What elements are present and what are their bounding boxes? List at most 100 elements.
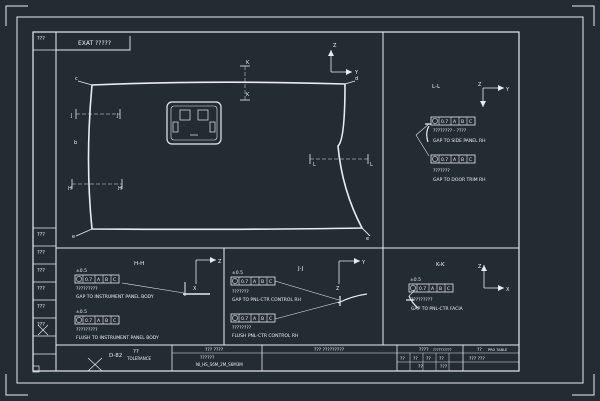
fcf-datum: A [97, 318, 101, 324]
fcf-datum: A [453, 157, 457, 163]
title-box-label: EXAT ????? [78, 40, 111, 47]
tb-cell: ?? [413, 356, 418, 362]
axis-x-label: X [193, 286, 197, 292]
panel-outline [87, 81, 364, 231]
tb-cell: ??? [440, 364, 448, 370]
tb-cell: ?????????? [433, 348, 452, 352]
strip-label: ??? [37, 250, 45, 256]
view-k: K-K Z X ±0.5 0.7 A B C ????????? GAP TO … [406, 262, 510, 312]
main-view: Z Y c d e e J J b H H [68, 43, 373, 242]
note-text: ????????? [76, 327, 98, 333]
note-text: GAP TO INSTRUMENT PANEL BODY [76, 294, 154, 300]
tb-cell: PRO TABLE [488, 348, 507, 352]
fcf-datum: C [113, 277, 116, 283]
fcf-datum: B [261, 279, 264, 285]
strip-label: ??? [37, 36, 45, 42]
corner-label: e [366, 236, 369, 242]
fcf-datum: B [461, 119, 464, 125]
note-text: ???????? [232, 325, 252, 331]
fcf-datum: B [461, 157, 464, 163]
tb-cell: ?? [439, 356, 444, 362]
center-bracket [166, 101, 222, 145]
title-box: EXAT ????? [56, 36, 131, 51]
fcf-datum: A [253, 279, 257, 285]
note-text: ????????? [411, 297, 433, 303]
note-text: GAP TO PNL-CTR FACIA [411, 306, 464, 312]
axis-z-label: Z [336, 286, 340, 292]
view-k-title: K-K [436, 262, 445, 268]
section-k-bottom: K [246, 92, 250, 98]
fcf-value: 0.7 [85, 277, 92, 283]
fcf-datum: C [113, 318, 116, 324]
main-axis: Z Y [328, 43, 359, 76]
tb-cell: ?? [418, 364, 423, 370]
fcf-tolerance: ±0.5 [232, 270, 243, 276]
view-j-title: J-J [297, 266, 304, 272]
fcf-datum: A [453, 119, 457, 125]
fcf-value: 0.7 [85, 318, 92, 324]
tb-cell: ??? ???? [205, 347, 224, 353]
note-text: ????????? [76, 286, 98, 292]
fcf-tolerance: ±0.5 [76, 268, 87, 274]
note-text: GAP TO PNL-CTR CONTROL RH [232, 297, 301, 303]
fcf-value: 0.7 [419, 286, 426, 292]
section-j-right: J [116, 113, 118, 119]
note-text: GAP TO SIDE PANEL RH [433, 138, 486, 144]
note-text: ??????? [433, 168, 450, 174]
view-h: H-H Z X ±0.5 0.7 A B C ????????? GAP TO … [74, 257, 222, 341]
fcf-value: 0.7 [241, 316, 248, 322]
fcf-tolerance: ±0.5 [410, 277, 421, 283]
view-j: J-J Z Y ±0.5 0.7 A B C ??????? GAP TO PN… [230, 258, 368, 339]
fcf-datum: A [97, 277, 101, 283]
view-l: L-L Z Y 0.7 A B C ???????? - ???? GAP TO… [415, 82, 510, 183]
section-l-right: L [370, 162, 373, 168]
fcf-datum: A [431, 286, 435, 292]
note-text: ???????? - ???? [433, 128, 467, 134]
fcf-datum: B [261, 316, 264, 322]
strip-label: ??? [37, 304, 45, 310]
axis-y-label: Y [361, 260, 366, 266]
fcf-value: 0.7 [241, 279, 248, 285]
corner-marks [5, 5, 595, 396]
axis-y-label: Y [354, 70, 359, 76]
fcf-datum: B [105, 277, 108, 283]
fcf-value: 0.7 [441, 119, 448, 125]
tb-cell: ??? ????????? [314, 347, 345, 353]
fcf-datum: B [439, 286, 442, 292]
tb-cell: ?? [426, 356, 431, 362]
section-j-left: J [70, 113, 72, 119]
axis-z-label: Z [333, 43, 337, 49]
axis-z-label: Z [478, 82, 482, 88]
section-h-right: H [118, 186, 122, 192]
fcf-datum: C [447, 286, 450, 292]
section-k-top: K [246, 60, 250, 66]
tb-cell: ?? [477, 347, 482, 353]
left-strip: ??? ??? ??? ??? ??? ??? ??? [32, 32, 57, 373]
strip-label: ??? [37, 232, 45, 238]
section-h-left: H [68, 186, 72, 192]
fcf-datum: B [105, 318, 108, 324]
fcf-datum: C [469, 157, 472, 163]
strip-label: ??? [37, 268, 45, 274]
view-h-title: H-H [134, 261, 144, 267]
section-l-left: L [313, 162, 316, 168]
strip-label: ??? [37, 322, 45, 328]
tb-cell: ???? [419, 347, 429, 353]
fcf-datum: C [269, 279, 272, 285]
fcf-value: 0.7 [441, 157, 448, 163]
note-text: ??????? [232, 289, 249, 295]
tb-cell: Nl_HS_S6M_2M_S6M3M [196, 362, 243, 367]
tolerance-label: ?? [133, 349, 139, 355]
fcf-datum: C [469, 119, 472, 125]
axis-z-label: Z [218, 259, 222, 265]
note-text: FLUSH PNL-CTR CONTROL RH [232, 333, 298, 339]
corner-label: b [74, 140, 77, 146]
fcf-tolerance: ±0.5 [76, 309, 87, 315]
view-l-title: L-L [432, 84, 441, 90]
strip-label: ??? [37, 286, 45, 292]
note-text: FLUSH TO INSTRUMENT PANEL BODY [76, 335, 159, 341]
tb-cell: ?????? [200, 355, 215, 361]
tolerance-sub: TOLERANCE [126, 356, 151, 361]
drawing-border [16, 16, 584, 384]
